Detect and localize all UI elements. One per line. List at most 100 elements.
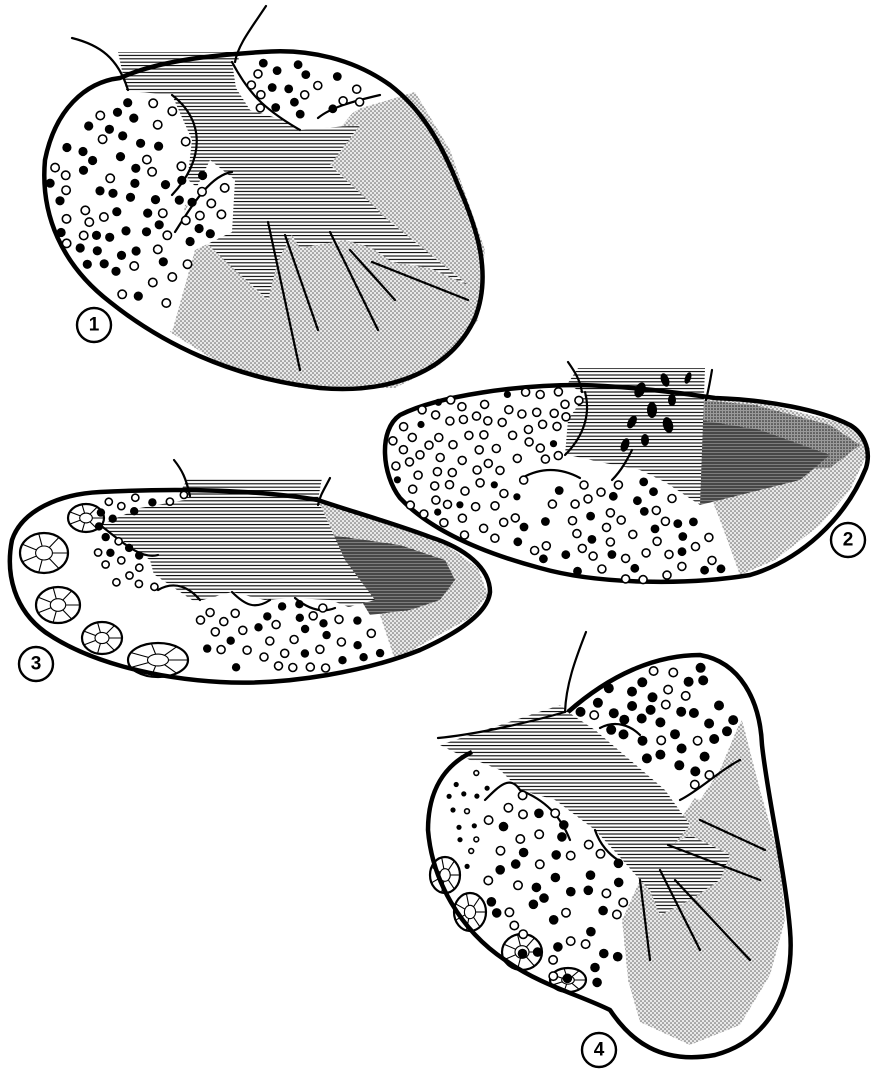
granule-filled: [614, 859, 624, 869]
granule-open: [472, 503, 480, 511]
panel-4-label-text: 4: [594, 1040, 605, 1061]
granule-filled: [447, 794, 452, 799]
granule-open: [484, 417, 492, 425]
granule-filled: [206, 229, 215, 238]
granule-open: [126, 572, 133, 579]
granule-open: [182, 137, 190, 145]
granule-open: [257, 91, 265, 99]
rosette-core: [148, 654, 169, 666]
granule-filled: [376, 649, 384, 657]
granule-open: [207, 199, 215, 207]
granule-filled: [690, 766, 700, 776]
granule-filled: [561, 550, 570, 559]
granule-filled: [93, 246, 102, 255]
granule-open: [458, 514, 466, 522]
granule-open: [571, 500, 579, 508]
granule-filled: [646, 705, 656, 715]
granule-open: [484, 459, 492, 467]
granule-filled: [102, 533, 110, 541]
granule-filled: [143, 209, 152, 218]
granule-filled: [203, 644, 211, 652]
granule-open: [414, 471, 422, 479]
granule-filled: [722, 726, 732, 736]
granule-open: [182, 216, 190, 224]
granule-open: [481, 400, 489, 408]
granule-open: [143, 155, 151, 163]
granule-open: [458, 456, 466, 464]
granule-open: [446, 417, 454, 425]
granule-open: [553, 422, 561, 430]
granule-open: [491, 502, 499, 510]
granule-open: [356, 98, 364, 106]
granule-filled: [555, 486, 564, 495]
granule-open: [105, 498, 112, 505]
granule-open: [511, 514, 519, 522]
granule-open: [548, 500, 556, 508]
granule-open: [554, 388, 562, 396]
granule-filled: [198, 171, 207, 180]
granule-filled: [322, 631, 330, 639]
granule-open: [62, 186, 70, 194]
granule-open: [337, 638, 345, 646]
granule-open: [585, 840, 593, 848]
granule-filled: [100, 259, 109, 268]
granule-filled: [177, 176, 186, 185]
granule-filled: [599, 949, 609, 959]
granule-open: [584, 495, 592, 503]
granule-open: [432, 496, 440, 504]
granule-open: [275, 662, 283, 670]
granule-filled: [678, 532, 687, 541]
granule-filled: [566, 887, 576, 897]
granule-open: [603, 523, 611, 531]
granule-filled: [606, 725, 616, 735]
granule-open: [474, 771, 479, 776]
granule-filled: [46, 179, 55, 188]
granule-open: [220, 618, 228, 626]
granule-filled: [296, 110, 305, 119]
granule-open: [98, 135, 106, 143]
granule-open: [102, 561, 109, 568]
granule-filled: [678, 547, 687, 556]
granule-filled: [520, 523, 529, 532]
granule-filled: [728, 715, 738, 725]
granule-open: [653, 537, 661, 545]
granule-open: [217, 210, 225, 218]
granule-open: [475, 446, 483, 454]
granule-filled: [553, 942, 563, 952]
granule-filled: [232, 663, 240, 671]
granule-open: [118, 503, 125, 510]
granule-open: [693, 737, 701, 745]
granule-open: [533, 408, 541, 416]
granule-open: [148, 168, 156, 176]
granule-filled: [655, 717, 665, 727]
granule-open: [85, 218, 93, 226]
granule-filled: [456, 825, 461, 830]
granule-filled: [532, 883, 542, 893]
rosette-core: [80, 513, 93, 523]
granule-filled: [116, 152, 125, 161]
granule-open: [247, 81, 255, 89]
granule-filled: [609, 492, 618, 501]
granule-open: [166, 498, 173, 505]
granule-open: [551, 809, 559, 817]
granule-open: [168, 107, 176, 115]
granule-filled: [435, 399, 442, 406]
granule-open: [606, 509, 614, 517]
granule-open: [100, 213, 108, 221]
granule-filled: [518, 949, 528, 959]
granule-open: [567, 851, 575, 859]
granule-filled: [586, 512, 595, 521]
granule-filled: [472, 823, 477, 828]
granule-filled: [700, 752, 710, 762]
granule-filled: [161, 180, 170, 189]
granule-filled: [673, 519, 682, 528]
granule-open: [549, 972, 557, 980]
granule-open: [316, 645, 324, 653]
granule-open: [431, 482, 439, 490]
granule-filled: [97, 508, 105, 516]
granule-open: [581, 940, 589, 948]
granule-open: [496, 847, 504, 855]
granule-open: [549, 956, 557, 964]
granule-open: [622, 575, 630, 583]
